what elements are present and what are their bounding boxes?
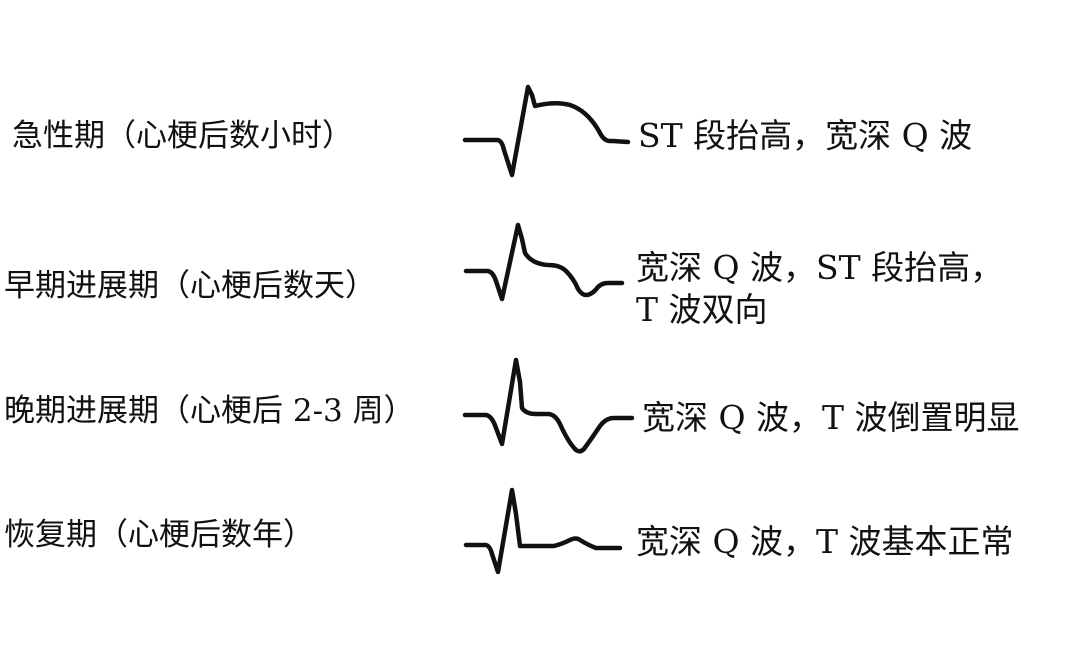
stage-description-late-evolving: 宽深 Q 波，T 波倒置明显: [642, 398, 1020, 437]
ecg-waveform-acute-icon: [462, 84, 631, 178]
stage-label-late-evolving: 晚期进展期（心梗后 2-3 周）: [4, 393, 415, 429]
stage-label-recovery: 恢复期（心梗后数年）: [4, 517, 314, 553]
stage-label-early-evolving: 早期进展期（心梗后数天）: [4, 268, 376, 304]
stage-description-early-evolving-line1: 宽深 Q 波，ST 段抬高，: [636, 248, 1004, 287]
stage-description-early-evolving-line2: T 波双向: [636, 290, 768, 329]
ecg-waveform-early-evolving-icon: [463, 222, 625, 302]
stage-description-recovery: 宽深 Q 波，T 波基本正常: [636, 522, 1014, 561]
stage-label-acute: 急性期（心梗后数小时）: [12, 118, 353, 154]
ecg-waveform-late-evolving-icon: [462, 357, 635, 454]
ecg-waveform-recovery-icon: [463, 487, 623, 575]
stage-description-acute: ST 段抬高，宽深 Q 波: [638, 116, 973, 155]
